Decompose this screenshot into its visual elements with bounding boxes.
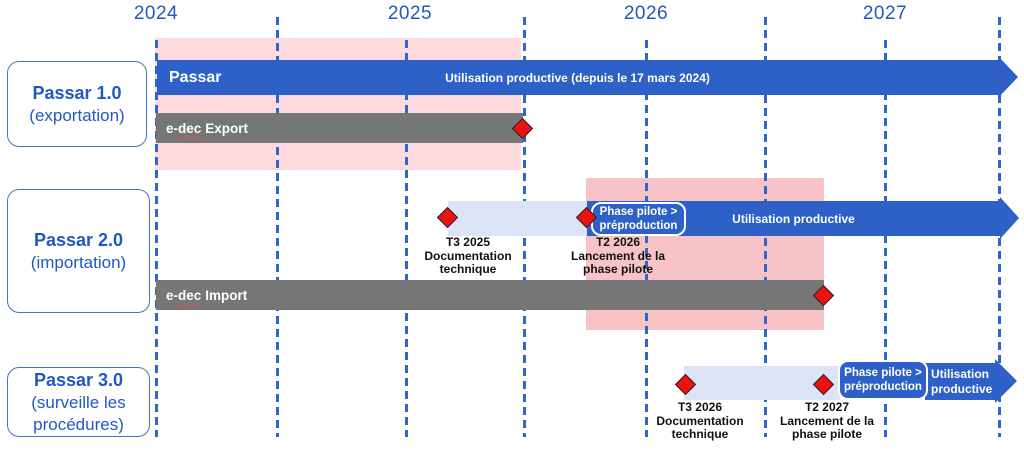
milestone-quarter: T2 2027 [804,400,850,414]
side-box-passar-3-0: Passar 3.0 (surveille les procédures) [7,367,150,437]
arrow-label-line1: Utilisation [931,366,990,381]
side-box-subtitle: (importation) [30,252,127,272]
edec-import-label-rest: Import [205,287,248,303]
side-box-subtitle: (exportation) [29,105,125,125]
year-label-2025: 2025 [387,3,433,24]
year-label-2027: 2027 [862,3,908,24]
side-box-passar-1-0: Passar 1.0 (exportation) [7,61,147,147]
arrow-label-line2: productive [931,381,993,396]
passar3-phase-pilote-badge: Phase pilote > préproduction [838,360,928,400]
passar3-arrow-head-icon [995,359,1017,403]
passar1-bar-title: Passar [169,68,222,86]
gridline-2027 [884,40,887,437]
passar3-doc-milestone-label: T3 2026 Documentation technique [635,400,765,442]
side-box-title: Passar 3.0 [33,369,124,390]
milestone-quarter: T2 2026 [595,235,641,249]
passar3-arrow-label: Utilisation productive [925,367,992,397]
edec-export-label-dec: dec [178,120,202,136]
milestone-quarter: T3 2026 [677,400,723,414]
passar1-productive-bar: Passar Utilisation productive (depuis le… [157,60,998,95]
passar2-preparation-bar [448,201,588,236]
passar1-arrow-head-icon [998,56,1018,98]
passar2-pilot-milestone-label: T2 2026 Lancement de la phase pilote [562,235,674,277]
badge-line2: préproduction [599,220,678,232]
side-box-title: Passar 2.0 [33,229,124,250]
milestone-desc: Documentation technique [424,248,512,276]
gridline-mid-2024 [276,17,279,437]
edec-import-label-dec: dec [178,287,202,303]
passar1-status-text: Utilisation productive (depuis le 17 mar… [445,70,710,85]
passar3-productive-bar: Utilisation productive [925,363,995,400]
side-box-subtitle: (surveille les procédures) [31,392,126,434]
badge-line1: Phase pilote > [599,206,678,218]
side-box-title: Passar 1.0 [32,82,122,103]
gridline-2024 [155,40,158,437]
gridline-2025 [405,40,408,437]
year-label-2026: 2026 [623,3,669,24]
highlight-region-2024-mid2025 [155,38,521,170]
milestone-desc: Lancement de la phase pilote [779,413,875,441]
milestone-desc: Documentation technique [656,413,744,441]
milestone-desc: Lancement de la phase pilote [570,248,666,276]
passar2-doc-milestone-label: T3 2025 Documentation technique [403,235,533,277]
edec-export-label-prefix: e- [166,120,179,136]
edec-import-label-prefix: e- [166,287,179,303]
side-box-passar-2-0: Passar 2.0 (importation) [7,189,150,313]
year-label-2024: 2024 [133,3,179,24]
passar3-pilot-milestone-label: T2 2027 Lancement de la phase pilote [771,400,883,442]
passar2-arrow-label: Utilisation productive [732,211,855,226]
badge-line2: préproduction [844,381,922,393]
gridline-2026 [645,40,648,437]
badge-line1: Phase pilote > [844,367,922,379]
milestone-quarter: T3 2025 [445,235,491,249]
passar2-arrow-head-icon [1000,197,1019,239]
passar2-phase-pilote-badge: Phase pilote > préproduction [591,202,686,236]
edec-export-label-rest: Export [205,120,249,136]
